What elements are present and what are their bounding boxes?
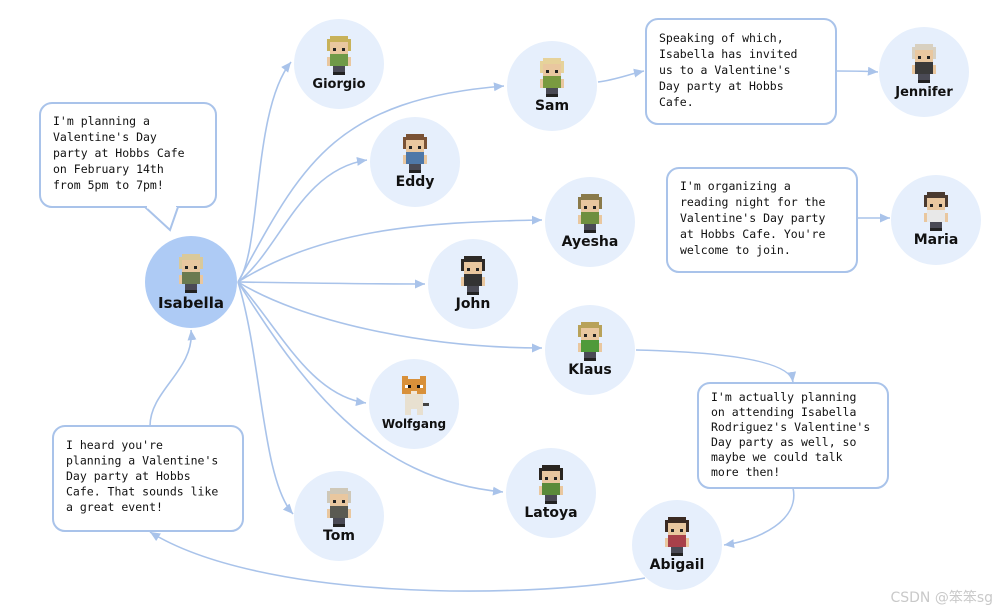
bubble-line: Cafe. — [659, 95, 694, 109]
bubble-frame — [39, 102, 217, 208]
node-ayesha[interactable]: Ayesha — [545, 177, 635, 267]
bubble-line: Rodriguez's Valentine's — [711, 420, 870, 434]
node-wolfgang[interactable]: Wolfgang — [369, 359, 459, 449]
klaus-sprite-icon — [578, 322, 602, 361]
bubble-frame — [666, 167, 858, 273]
node-eddy[interactable]: Eddy — [370, 117, 460, 207]
speech-bubble-heard: I heard you're planning a Valentine'sDay … — [52, 425, 244, 532]
edge-isabella-klaus — [237, 281, 543, 353]
bubble-frame — [697, 382, 889, 489]
edges-layer — [149, 61, 890, 592]
bubble-line: Cafe. That sounds like — [66, 485, 218, 499]
bubble-frame — [52, 425, 244, 532]
bubble-line: I heard you're — [66, 438, 163, 452]
node-isabella[interactable]: Isabella — [145, 236, 237, 328]
edge-klaus-bubble_klaus — [635, 349, 797, 383]
node-name-ayesha: Ayesha — [562, 234, 619, 250]
node-abigail[interactable]: Abigail — [632, 500, 722, 590]
sam-sprite-icon — [540, 58, 564, 97]
edge-isabella-giorgio — [237, 61, 292, 283]
speech-bubble-ayesha: I'm organizing a reading night for theVal… — [666, 167, 858, 273]
bubble-tail — [144, 206, 179, 232]
speech-bubble-isabella: I'm planning a Valentine's Day party at Ho… — [39, 102, 217, 232]
edge-isabella-tom — [237, 281, 294, 515]
bubble-line: Day party as well, so — [711, 435, 856, 449]
bubble-line: Day party at Hobbs — [659, 79, 784, 93]
bubble-line: on February 14th — [53, 162, 164, 176]
node-giorgio[interactable]: Giorgio — [294, 19, 384, 109]
node-tom[interactable]: Tom — [294, 471, 384, 561]
bubble-line: I'm planning a — [53, 114, 150, 128]
john-sprite-icon — [461, 256, 485, 295]
abigail-sprite-icon — [665, 517, 689, 556]
jennifer-sprite-icon — [912, 44, 936, 83]
node-name-eddy: Eddy — [396, 174, 435, 190]
node-name-latoya: Latoya — [524, 505, 577, 521]
bubbles-layer: I'm planning a Valentine's Day party at Ho… — [39, 18, 889, 532]
node-name-maria: Maria — [914, 232, 959, 248]
node-name-klaus: Klaus — [568, 362, 611, 378]
bubble-line: reading night for the — [680, 195, 825, 209]
speech-bubble-sam: Speaking of which, Isabella has invited us… — [645, 18, 837, 125]
edge-abigail-bubble_heard — [149, 531, 646, 592]
watermark: CSDN @笨笨sg — [890, 590, 993, 606]
cat-sprite-icon — [402, 376, 429, 415]
node-name-giorgio: Giorgio — [312, 77, 365, 92]
edge-isabella-sam — [237, 82, 505, 283]
bubble-line: at Hobbs Cafe. You're — [680, 227, 825, 241]
bubble-line: more then! — [711, 465, 780, 479]
bubble-line: maybe we could talk — [711, 450, 843, 464]
node-name-wolfgang: Wolfgang — [382, 417, 446, 431]
maria-sprite-icon — [924, 192, 948, 231]
node-sam[interactable]: Sam — [507, 41, 597, 131]
node-name-jennifer: Jennifer — [894, 85, 953, 100]
edge-isabella-ayesha — [237, 215, 543, 283]
giorgio-sprite-icon — [327, 36, 351, 75]
bubble-line: I'm organizing a — [680, 179, 791, 193]
edge-isabella-eddy — [237, 157, 368, 283]
node-maria[interactable]: Maria — [891, 175, 981, 265]
edge-isabella-wolfgang — [237, 281, 367, 406]
edge-isabella-latoya — [237, 281, 504, 496]
bubble-line: Valentine's Day — [53, 130, 157, 144]
node-name-sam: Sam — [535, 98, 569, 114]
eddy-sprite-icon — [403, 134, 427, 173]
edge-bubble_sam-jennifer — [835, 66, 879, 76]
latoya-sprite-icon — [539, 465, 563, 504]
edge-sam-bubble_sam — [597, 68, 645, 83]
bubble-line: I'm actually planning — [711, 390, 856, 404]
bubble-line: Isabella has invited — [659, 47, 797, 61]
bubble-line: party at Hobbs Cafe — [53, 146, 185, 160]
bubble-line: Day party at Hobbs — [66, 469, 191, 483]
tom-sprite-icon — [327, 488, 351, 527]
node-klaus[interactable]: Klaus — [545, 305, 635, 395]
bubble-line: a great event! — [66, 500, 163, 514]
node-latoya[interactable]: Latoya — [506, 448, 596, 538]
bubble-frame — [645, 18, 837, 125]
edge-bubble_klaus-abigail — [723, 487, 795, 549]
bubble-line: us to a Valentine's — [659, 63, 791, 77]
bubble-line: on attending Isabella — [711, 405, 856, 419]
edge-isabella-john — [237, 279, 426, 289]
bubble-line: welcome to join. — [680, 243, 791, 257]
node-name-tom: Tom — [323, 528, 355, 544]
node-jennifer[interactable]: Jennifer — [879, 27, 969, 117]
ayesha-sprite-icon — [578, 194, 602, 233]
bubble-line: planning a Valentine's — [66, 454, 218, 468]
bubble-line: Valentine's Day party — [680, 211, 825, 225]
node-name-isabella: Isabella — [158, 294, 224, 312]
bubble-line: from 5pm to 7pm! — [53, 178, 164, 192]
node-name-abigail: Abigail — [650, 557, 705, 573]
bubble-line: Speaking of which, — [659, 31, 784, 45]
node-john[interactable]: John — [428, 239, 518, 329]
isabella-sprite-icon — [179, 254, 203, 293]
node-name-john: John — [455, 296, 491, 312]
edge-bubble_heard-isabella — [149, 329, 197, 427]
